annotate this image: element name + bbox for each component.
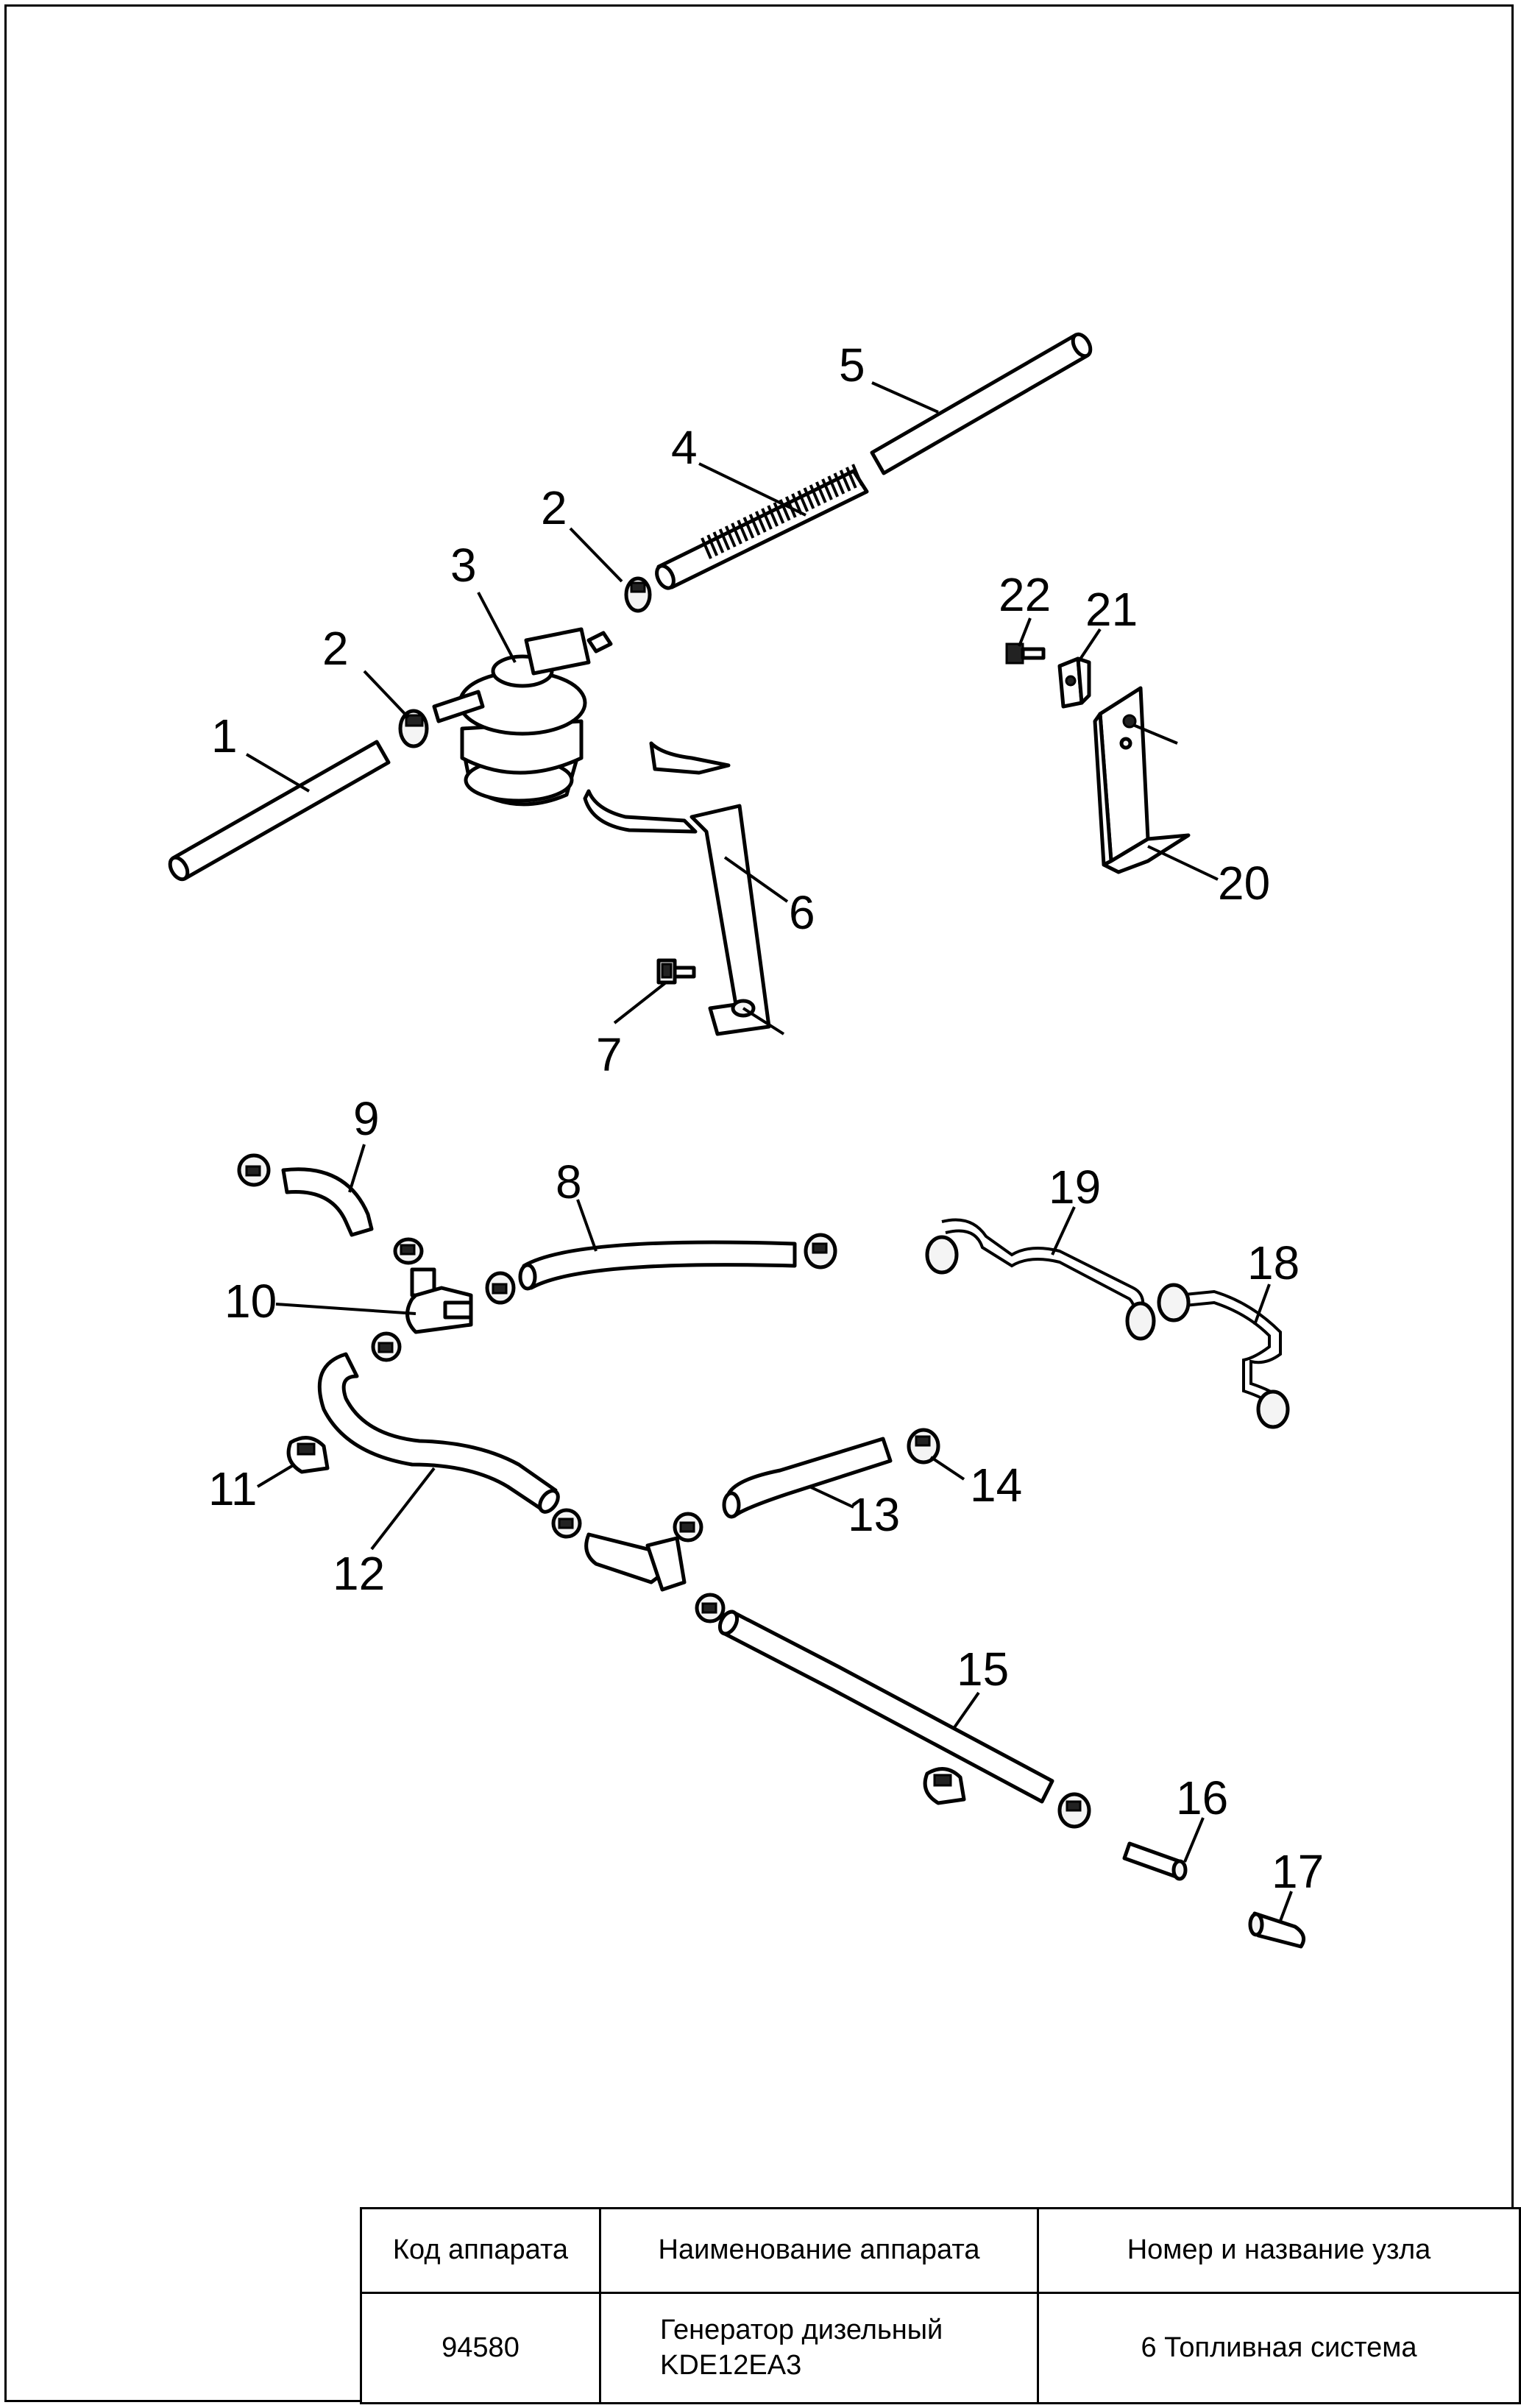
callout-8: 8 bbox=[556, 1155, 582, 1208]
callout-12: 12 bbox=[333, 1547, 385, 1600]
part-8-hose bbox=[518, 1233, 837, 1291]
part-16-pin bbox=[1122, 1841, 1188, 1881]
hose-corrugation bbox=[767, 505, 779, 527]
callout-21: 21 bbox=[1085, 583, 1138, 636]
part-9-elbow-hose bbox=[237, 1153, 374, 1237]
hose-corrugation bbox=[724, 525, 737, 548]
hose-corrugation bbox=[712, 531, 725, 553]
part-15-hose bbox=[717, 1610, 1054, 1804]
callout-6: 6 bbox=[789, 886, 815, 939]
hose-corrugation bbox=[731, 523, 742, 545]
hose-corrugation bbox=[748, 514, 761, 536]
hose-corrugation bbox=[803, 487, 815, 509]
callout-19: 19 bbox=[1049, 1161, 1101, 1214]
leader-lines bbox=[245, 381, 1293, 1922]
hose-corrugation bbox=[701, 537, 712, 559]
part-5-fuel-hose bbox=[870, 332, 1093, 475]
device-name-line2: KDE12EA3 bbox=[660, 2349, 802, 2381]
hose-corrugation bbox=[742, 517, 755, 539]
part-7-bolt bbox=[656, 958, 696, 985]
callout-2-left: 2 bbox=[322, 622, 349, 675]
hose-corrugation bbox=[718, 528, 731, 550]
callout-2-upper: 2 bbox=[541, 481, 567, 534]
tee-connector-lower bbox=[551, 1508, 726, 1623]
callout-20: 20 bbox=[1218, 857, 1270, 910]
unit-name: 6 Топливная система bbox=[1037, 2292, 1521, 2404]
part-12-long-hose bbox=[317, 1352, 560, 1514]
part-13-hose bbox=[722, 1437, 893, 1519]
callout-5: 5 bbox=[839, 339, 865, 392]
part-14-clamp bbox=[907, 1428, 940, 1465]
part-3-fuel-filter bbox=[432, 627, 613, 807]
title-block-table: Код аппарата Наименование аппарата Номер… bbox=[360, 2207, 1521, 2404]
hose-clamp-end bbox=[1057, 1792, 1091, 1829]
part-18-injection-pipe bbox=[1157, 1283, 1290, 1429]
part-6-filter-bracket bbox=[583, 741, 785, 1036]
device-name-line1: Генератор дизельный bbox=[660, 2315, 943, 2345]
part-4-corrugated-hose bbox=[655, 464, 869, 590]
callout-11: 11 bbox=[208, 1462, 257, 1515]
part-1-fuel-hose bbox=[168, 740, 391, 882]
callout-17: 17 bbox=[1272, 1845, 1324, 1898]
part-2-clamp-left bbox=[398, 709, 429, 748]
hose-clip bbox=[923, 1767, 966, 1805]
header-unit: Номер и название узла bbox=[1037, 2207, 1521, 2294]
callout-14: 14 bbox=[970, 1459, 1022, 1512]
hose-corrugation bbox=[706, 534, 719, 556]
part-20-bracket bbox=[1093, 686, 1191, 874]
title-block-value-row: 94580 Генератор дизельный KDE12EA3 6 Топ… bbox=[360, 2292, 1521, 2404]
callout-16: 16 bbox=[1176, 1771, 1228, 1824]
hose-corrugation bbox=[809, 484, 821, 506]
callout-4: 4 bbox=[671, 421, 698, 474]
hose-corrugation bbox=[773, 502, 785, 524]
hose-corrugation bbox=[737, 520, 749, 542]
hose-corrugation bbox=[821, 478, 833, 500]
title-block-header-row: Код аппарата Наименование аппарата Номер… bbox=[360, 2207, 1521, 2294]
callout-1: 1 bbox=[211, 709, 238, 762]
callout-15: 15 bbox=[957, 1643, 1009, 1696]
hose-corrugation bbox=[833, 472, 845, 495]
header-device-code: Код аппарата bbox=[360, 2207, 601, 2294]
hose-corrugation bbox=[845, 467, 857, 489]
hose-corrugation bbox=[815, 481, 827, 503]
callout-labels: 1 2 3 2 4 5 22 21 20 6 7 9 8 19 18 10 11… bbox=[208, 339, 1324, 1898]
callout-18: 18 bbox=[1247, 1236, 1300, 1289]
part-22-bolt bbox=[1005, 642, 1046, 665]
hose-corrugation bbox=[839, 470, 851, 492]
callout-7: 7 bbox=[596, 1028, 623, 1081]
hose-corrugation bbox=[754, 511, 767, 533]
hose-corrugation bbox=[797, 490, 809, 512]
callout-22: 22 bbox=[999, 568, 1051, 621]
part-2-clamp-upper bbox=[624, 576, 652, 613]
hose-corrugation bbox=[827, 475, 840, 497]
callout-10: 10 bbox=[224, 1275, 277, 1328]
callout-13: 13 bbox=[848, 1488, 900, 1541]
part-10-tee-connector bbox=[371, 1237, 516, 1362]
header-device-name: Наименование аппарата bbox=[599, 2207, 1039, 2294]
part-21-nut-plate bbox=[1057, 656, 1091, 709]
hose-corrugation bbox=[761, 508, 773, 530]
hose-corrugation bbox=[851, 464, 863, 486]
part-19-injection-pipe bbox=[925, 1218, 1156, 1341]
part-17-plug bbox=[1248, 1911, 1306, 1949]
part-11-clip bbox=[286, 1436, 330, 1474]
callout-9: 9 bbox=[353, 1092, 380, 1145]
device-code: 94580 bbox=[360, 2292, 601, 2404]
callout-3: 3 bbox=[450, 539, 477, 592]
device-name: Генератор дизельный KDE12EA3 bbox=[599, 2292, 1039, 2404]
